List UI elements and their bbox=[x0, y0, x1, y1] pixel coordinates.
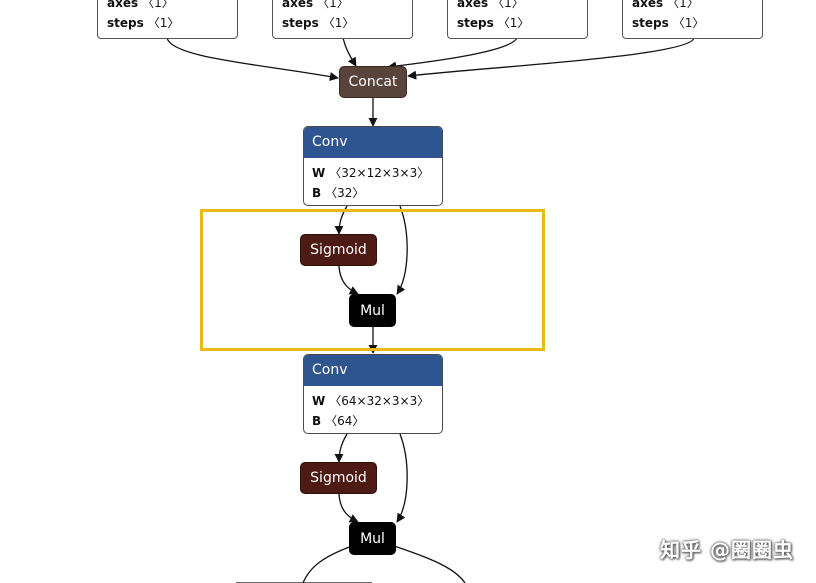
param-value: 〈1〉 bbox=[667, 0, 699, 10]
param-name: B bbox=[312, 414, 322, 428]
param-value: 〈32〉 bbox=[325, 186, 365, 200]
param-value: 〈64×32×3×3〉 bbox=[329, 394, 430, 408]
conv-title: Conv bbox=[304, 127, 442, 158]
sigmoid-node-1[interactable]: Sigmoid bbox=[300, 234, 377, 266]
param-name: axes bbox=[107, 0, 139, 10]
edge-input3-concat bbox=[387, 37, 518, 71]
input-node-1[interactable]: axes〈1〉 steps〈1〉 bbox=[97, 0, 238, 39]
mul-node-1[interactable]: Mul bbox=[349, 294, 396, 327]
mul-label: Mul bbox=[360, 302, 385, 319]
param-name: B bbox=[312, 186, 322, 200]
param-name: W bbox=[312, 394, 326, 408]
conv-node-1[interactable]: Conv W〈32×12×3×3〉 B〈32〉 bbox=[303, 126, 443, 206]
param-value: 〈1〉 bbox=[317, 0, 349, 10]
param-name: steps bbox=[457, 16, 494, 30]
mul-node-2[interactable]: Mul bbox=[349, 522, 396, 555]
edge-conv2-mul2-skip bbox=[396, 433, 408, 523]
highlight-box bbox=[200, 209, 545, 351]
param-name: steps bbox=[632, 16, 669, 30]
input-node-3[interactable]: axes〈1〉 steps〈1〉 bbox=[447, 0, 588, 39]
sigmoid-label: Sigmoid bbox=[310, 242, 367, 258]
concat-node[interactable]: Concat bbox=[339, 66, 407, 98]
edge-input2-concat bbox=[342, 37, 357, 67]
param-name: steps bbox=[282, 16, 319, 30]
param-name: axes bbox=[282, 0, 314, 10]
conv-node-2[interactable]: Conv W〈64×32×3×3〉 B〈64〉 bbox=[303, 354, 443, 434]
sigmoid-node-2[interactable]: Sigmoid bbox=[300, 462, 377, 494]
param-value: 〈1〉 bbox=[497, 16, 530, 30]
edge-mul2-out-left bbox=[302, 545, 353, 583]
edge-conv1-mul1-skip bbox=[396, 205, 408, 295]
sigmoid-label: Sigmoid bbox=[310, 470, 367, 486]
edge-sigmoid1-mul1 bbox=[338, 265, 359, 295]
edge-conv1-sigmoid1 bbox=[334, 205, 348, 235]
edge-input4-concat bbox=[407, 37, 695, 80]
edge-sigmoid2-mul2 bbox=[338, 493, 359, 523]
concat-label: Concat bbox=[348, 74, 398, 90]
input-node-2[interactable]: axes〈1〉 steps〈1〉 bbox=[272, 0, 413, 39]
param-value: 〈1〉 bbox=[492, 0, 524, 10]
edge-conv2-sigmoid2 bbox=[334, 433, 348, 463]
edge-mul2-out-right bbox=[393, 545, 466, 583]
param-value: 〈1〉 bbox=[322, 16, 355, 30]
mul-label: Mul bbox=[360, 530, 385, 547]
watermark: 知乎 @圈圈虫 bbox=[660, 538, 794, 562]
param-name: steps bbox=[107, 16, 144, 30]
param-name: axes bbox=[457, 0, 489, 10]
input-node-4[interactable]: axes〈1〉 steps〈1〉 bbox=[622, 0, 763, 39]
param-value: 〈64〉 bbox=[325, 414, 365, 428]
conv-title: Conv bbox=[304, 355, 442, 386]
param-name: axes bbox=[632, 0, 664, 10]
param-value: 〈1〉 bbox=[142, 0, 174, 10]
edge-input1-concat bbox=[166, 37, 339, 82]
param-name: W bbox=[312, 166, 326, 180]
param-value: 〈1〉 bbox=[147, 16, 180, 30]
param-value: 〈32×12×3×3〉 bbox=[329, 166, 430, 180]
param-value: 〈1〉 bbox=[672, 16, 705, 30]
